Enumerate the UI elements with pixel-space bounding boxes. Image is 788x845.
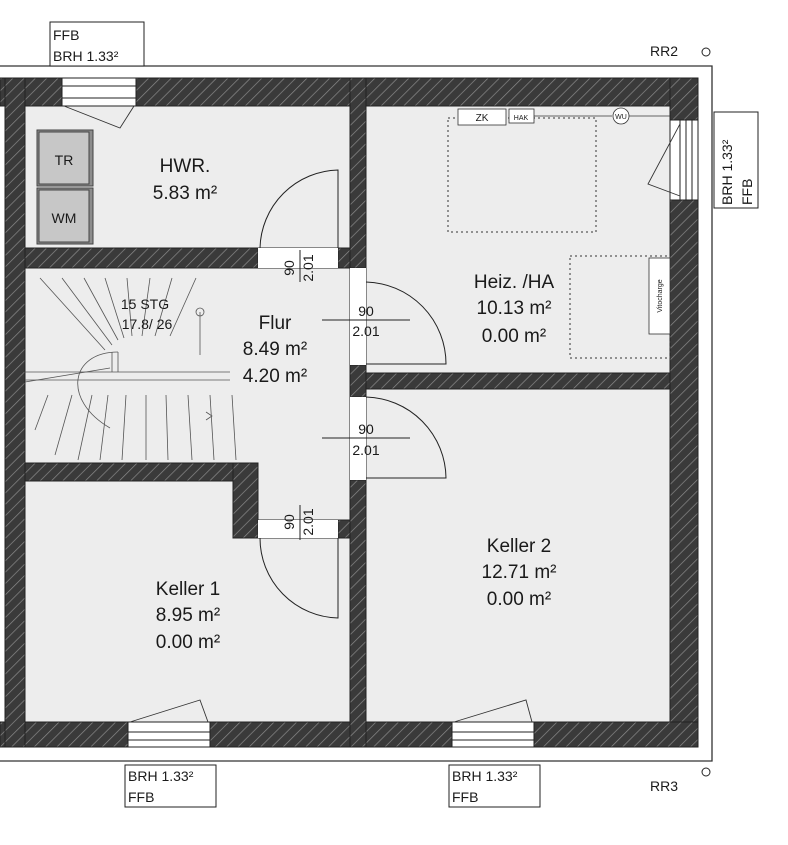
stairs bbox=[24, 277, 237, 461]
wall-center-mid bbox=[349, 364, 367, 398]
heiz-area2: 0.00 m² bbox=[482, 326, 546, 347]
window-bottom-right-line2: FFB bbox=[452, 789, 478, 805]
heiz-area: 10.13 m² bbox=[477, 298, 552, 319]
hwr-door-width: 90 bbox=[281, 260, 297, 276]
wall-center-upper bbox=[349, 77, 367, 269]
rr2-label: RR2 bbox=[650, 43, 678, 59]
window-top-line1: FFB bbox=[53, 27, 79, 43]
heiz-door-width: 90 bbox=[358, 303, 374, 319]
wall-keller1-top bbox=[24, 462, 234, 482]
hwr-name: HWR. bbox=[160, 156, 211, 177]
keller1-door-width: 90 bbox=[281, 514, 297, 530]
wu-label: WU bbox=[615, 114, 627, 121]
doors bbox=[258, 248, 366, 538]
heiz-floor bbox=[365, 105, 671, 374]
keller2-area2: 0.00 m² bbox=[487, 589, 551, 610]
wall-heiz-bottom bbox=[365, 372, 671, 390]
keller2-door-height: 2.01 bbox=[352, 442, 379, 458]
window-bottom-right-frame bbox=[451, 721, 535, 748]
hwr-door-height: 2.01 bbox=[300, 254, 316, 281]
rr2-circle-icon bbox=[701, 47, 711, 57]
keller2-floor bbox=[365, 388, 671, 723]
appliances bbox=[36, 129, 94, 245]
flur-name: Flur bbox=[259, 313, 292, 334]
flur-area: 8.49 m² bbox=[243, 339, 307, 360]
door-swings bbox=[259, 169, 447, 619]
stair-steps-label: 15 STG bbox=[121, 296, 169, 312]
window-top-frame bbox=[61, 77, 137, 107]
window-sashes bbox=[63, 105, 681, 723]
window-right-frame bbox=[679, 119, 699, 201]
wall-center-lower bbox=[349, 479, 367, 748]
wall-hwr-bottom-left bbox=[24, 247, 259, 269]
tr-label: TR bbox=[55, 152, 74, 168]
wall-keller1-right-stub bbox=[337, 519, 351, 539]
wall-bottom-mid bbox=[209, 721, 453, 748]
wm-label: WM bbox=[52, 210, 77, 226]
window-bottom-left-frame bbox=[127, 721, 211, 748]
hwr-area: 5.83 m² bbox=[153, 183, 217, 204]
zk-box bbox=[457, 108, 507, 126]
door-dimension-lines bbox=[299, 250, 410, 540]
window-label-boxes bbox=[49, 21, 759, 808]
wall-top-mid bbox=[135, 77, 680, 107]
heiz-equipment bbox=[457, 107, 671, 335]
flur-area2: 4.20 m² bbox=[243, 366, 307, 387]
keller1-name: Keller 1 bbox=[156, 579, 220, 600]
wall-right-lower bbox=[669, 199, 699, 748]
wall-bottom-right bbox=[533, 721, 699, 748]
boiler-box bbox=[648, 257, 671, 335]
windows bbox=[61, 77, 699, 748]
walls bbox=[0, 77, 699, 748]
zk-label: ZK bbox=[476, 113, 489, 124]
rr3-label: RR3 bbox=[650, 778, 678, 794]
keller1-area: 8.95 m² bbox=[156, 605, 220, 626]
wall-left bbox=[4, 77, 26, 748]
keller2-door-width: 90 bbox=[358, 421, 374, 437]
rr3-circle-icon bbox=[701, 767, 711, 777]
keller1-area2: 0.00 m² bbox=[156, 632, 220, 653]
wall-right-upper bbox=[669, 77, 699, 121]
hak-label: HAK bbox=[514, 115, 529, 122]
stair-ratio-label: 17.8/ 26 bbox=[122, 316, 173, 332]
wall-hwr-bottom-right bbox=[337, 247, 351, 269]
window-right-line1: BRH 1.33² bbox=[719, 139, 735, 205]
window-bottom-right-line1: BRH 1.33² bbox=[452, 768, 518, 784]
boiler-label: Vitocharge bbox=[657, 279, 664, 312]
window-right-line2: FFB bbox=[739, 179, 755, 205]
wall-keller1-step bbox=[232, 462, 259, 539]
keller1-door-height: 2.01 bbox=[300, 508, 316, 535]
keller2-name: Keller 2 bbox=[487, 536, 551, 557]
keller2-area: 12.71 m² bbox=[482, 562, 557, 583]
window-bottom-left-line1: BRH 1.33² bbox=[128, 768, 194, 784]
room-floors bbox=[24, 105, 671, 723]
window-bottom-left-line2: FFB bbox=[128, 789, 154, 805]
heiz-door-height: 2.01 bbox=[352, 323, 379, 339]
window-top-line2: BRH 1.33² bbox=[53, 48, 119, 64]
outer-boundary-line bbox=[0, 65, 713, 762]
heiz-name: Heiz. /HA bbox=[474, 272, 555, 293]
